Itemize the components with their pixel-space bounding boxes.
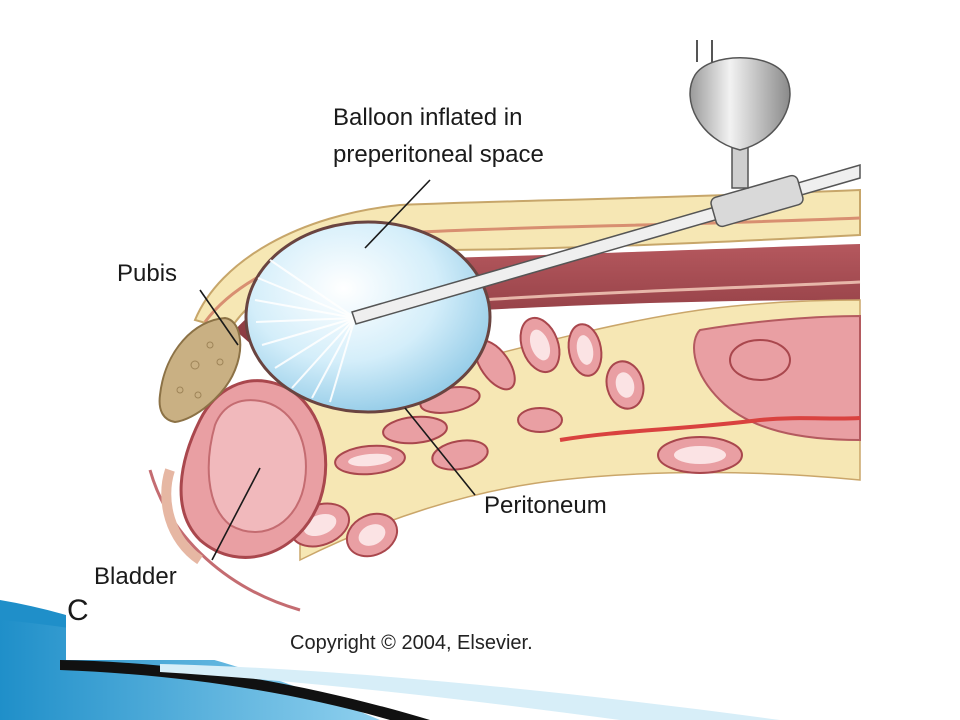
pubis-label: Pubis <box>117 260 178 287</box>
swoosh-decoration <box>0 600 780 720</box>
copyright-notice: Copyright © 2004, Elsevier. <box>290 632 533 654</box>
leader-lines <box>199 179 476 561</box>
pubis-bone <box>158 316 242 424</box>
balloon-label-line1: Balloon inflated in <box>333 104 523 131</box>
balloon-dissector-icon <box>351 40 861 325</box>
bladder <box>148 379 328 612</box>
balloon-label-line2: preperitoneal space <box>333 141 544 168</box>
bladder-label: Bladder <box>94 563 177 590</box>
peritoneum-label: Peritoneum <box>484 492 607 519</box>
panel-letter: C <box>67 594 89 627</box>
preperitoneal-tissue <box>289 299 861 562</box>
